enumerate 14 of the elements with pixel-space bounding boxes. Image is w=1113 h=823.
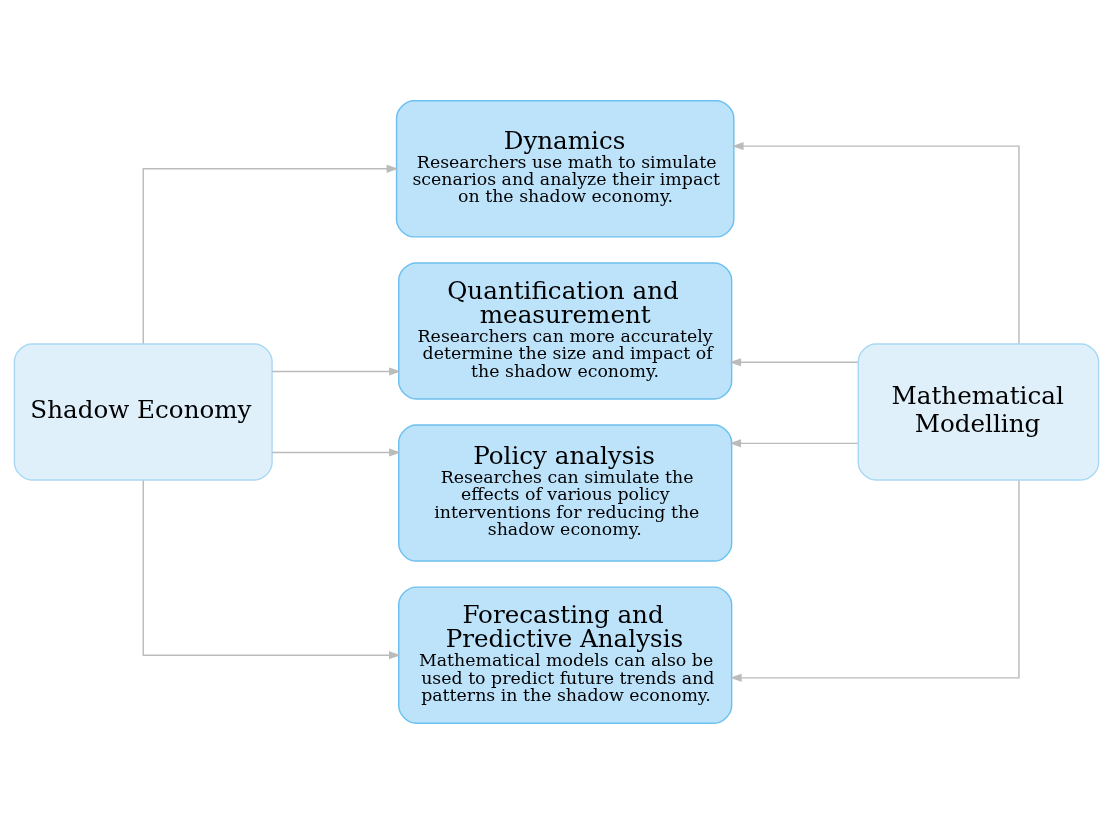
node-box: Quantification and measurement Researchers can more accurately determine the size and impact of the shadow economy. bbox=[398, 261, 733, 400]
node-box: Shadow Economy bbox=[13, 342, 273, 481]
arrow bbox=[729, 438, 859, 447]
node-box: Dynamics Researchers use math to simulate scenarios and analyze their impact on the shadow economy. bbox=[395, 99, 735, 238]
node-box: Policy analysis Researches can simulate the effects of various policy interventions for reducing the shadow economy. bbox=[398, 423, 733, 562]
arrow bbox=[271, 447, 401, 457]
arrow bbox=[730, 479, 1020, 682]
arrow bbox=[142, 479, 401, 659]
arrow bbox=[142, 164, 399, 344]
arrow bbox=[731, 141, 1020, 344]
node-box: Mathematical Modelling bbox=[857, 342, 1100, 481]
node-box: Forecasting and Predictive Analysis Mathematical models can also be used to predict future trends and patterns in the shadow economy. bbox=[398, 585, 733, 724]
arrow bbox=[271, 366, 401, 376]
arrow bbox=[729, 357, 859, 366]
